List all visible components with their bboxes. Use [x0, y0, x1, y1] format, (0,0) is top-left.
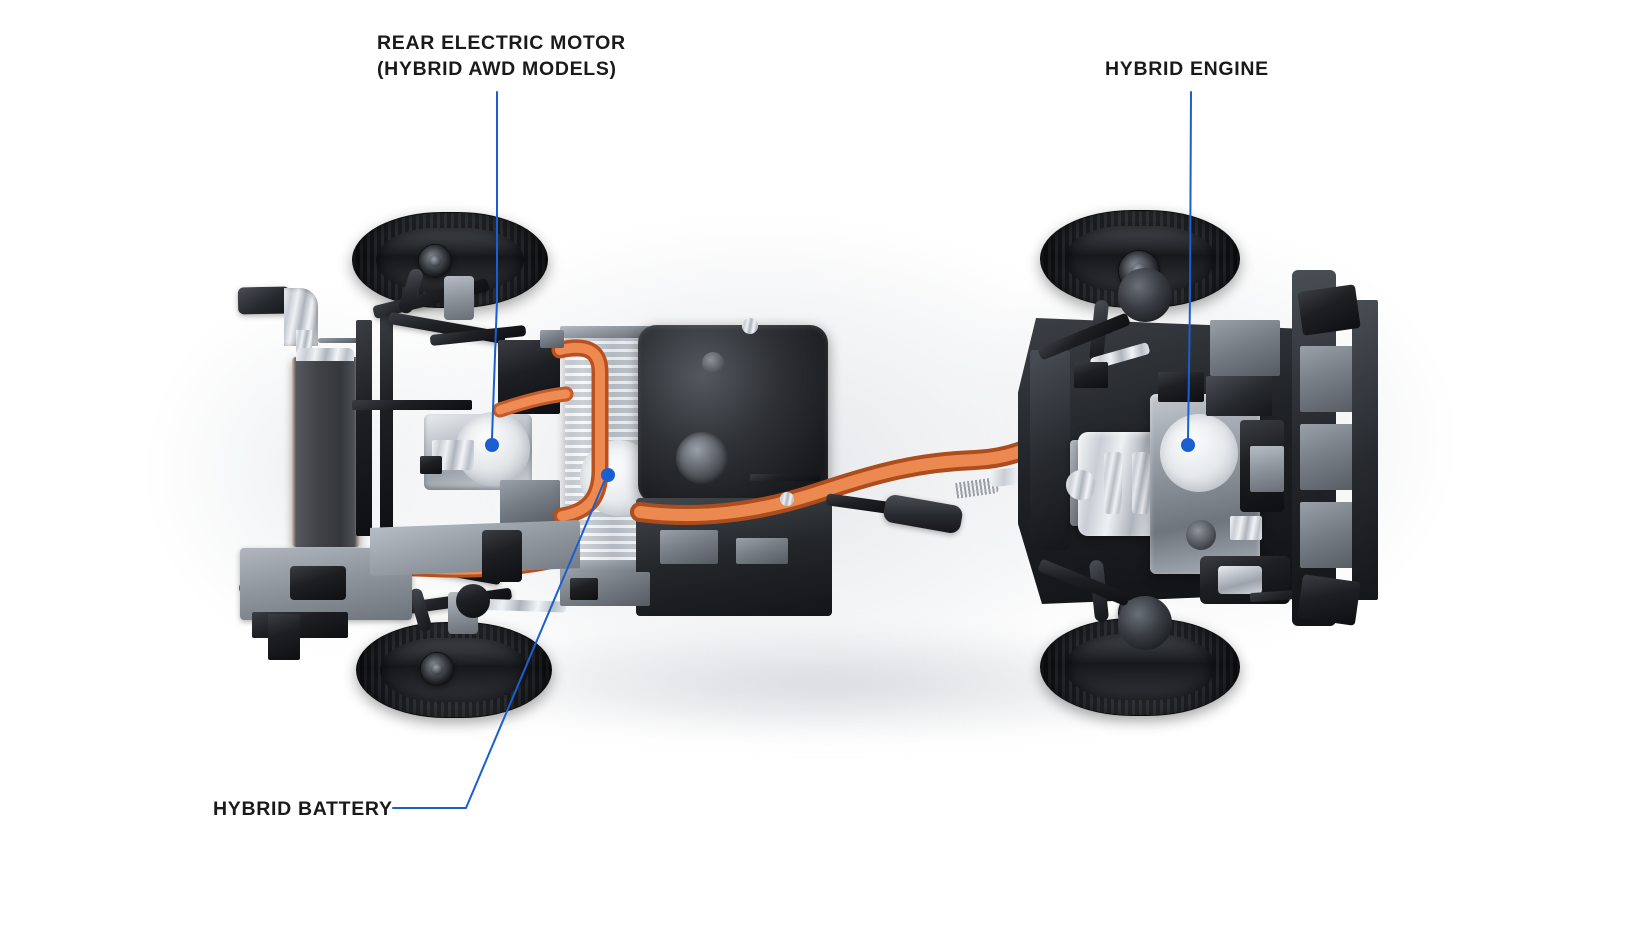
- hybrid-battery-bracket-top: [560, 326, 650, 338]
- wheel-rear-lower: [356, 622, 552, 718]
- engine-starter: [1230, 516, 1262, 540]
- hybrid-engine-oil-pan-plug: [1186, 520, 1216, 550]
- transaxle-rib-2: [1132, 452, 1150, 514]
- engine-intake-manifold: [1206, 376, 1272, 416]
- hardware-detail-1: [742, 318, 758, 334]
- hardware-detail-5: [1074, 362, 1108, 388]
- fuel-tank-vent-line: [750, 474, 820, 481]
- front-crash-box-lower: [1297, 574, 1361, 626]
- rocker-panel-left: [370, 520, 580, 576]
- callout-label-hybrid-battery: HYBRID BATTERY: [213, 798, 393, 820]
- engine-resonator: [1218, 566, 1262, 594]
- hybrid-engine-bell-housing: [1160, 414, 1238, 492]
- muffler-cap: [296, 348, 354, 361]
- front-subframe-rail-left: [1030, 350, 1070, 550]
- fuel-tank-port-2: [702, 352, 724, 374]
- engine-block-detail-1: [1158, 372, 1204, 402]
- rear-bumper-beam: [252, 612, 348, 638]
- rear-hub-carrier: [456, 584, 490, 618]
- rear-motor-cover-plate: [498, 340, 560, 414]
- rear-motor-inverter-plate: [500, 480, 560, 524]
- engine-ac-compressor: [1250, 446, 1284, 492]
- rear-tow-hook: [268, 614, 300, 660]
- transaxle-output-flange: [1066, 470, 1096, 500]
- fuel-tank-strap-1: [660, 530, 718, 564]
- radiator-core-upper: [1300, 346, 1362, 412]
- rim-rear-upper: [418, 244, 452, 278]
- rocker-bracket: [482, 530, 522, 582]
- radiator-core-lower: [1300, 502, 1362, 568]
- rim-rear-lower: [420, 652, 454, 686]
- fuel-tank-port-1: [676, 432, 728, 484]
- muffler-hanger: [318, 338, 358, 343]
- engine-valve-cover: [1210, 320, 1280, 376]
- muffler: [292, 357, 360, 547]
- hardware-detail-2: [780, 492, 794, 506]
- hardware-detail-4: [570, 578, 598, 600]
- rear-motor-connector: [420, 456, 442, 474]
- front-hub-upper: [1118, 268, 1172, 322]
- radiator-core-mid: [1300, 424, 1362, 490]
- hardware-detail-3: [540, 330, 564, 348]
- tailpipe-tip: [237, 286, 291, 315]
- callout-label-rear-electric-motor: REAR ELECTRIC MOTOR (HYBRID AWD MODELS): [377, 32, 626, 80]
- fuel-tank-strap-2: [736, 538, 788, 564]
- front-hub-lower: [1118, 596, 1172, 650]
- rear-floor-module: [290, 566, 346, 600]
- rear-frame-rail-lower: [380, 310, 393, 540]
- rear-frame-rail-upper: [356, 320, 372, 536]
- callout-label-hybrid-engine: HYBRID ENGINE: [1105, 58, 1269, 80]
- transaxle-rib-1: [1104, 452, 1122, 514]
- rear-crossmember: [352, 400, 472, 410]
- front-crash-box-upper: [1297, 284, 1361, 336]
- rear-hub-upper: [444, 276, 474, 320]
- front-bumper-beam: [1352, 300, 1378, 600]
